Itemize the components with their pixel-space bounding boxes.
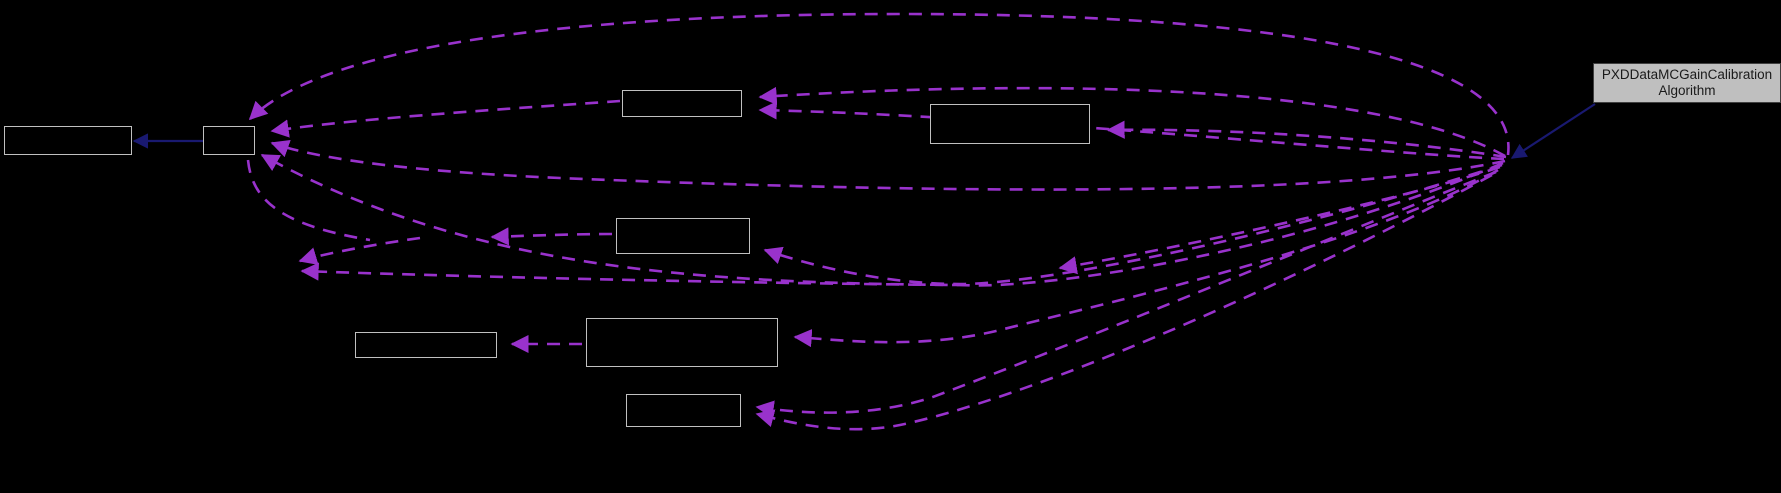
node-caller-4[interactable] [930,104,1090,144]
node-caller-6[interactable] [355,332,497,358]
edge-focus-to-hub [1510,103,1596,159]
edge-hub-to-n2-mid-arc [270,139,1506,191]
edge-n3-to-n2 [270,99,621,138]
node-label: PXDDataMCGainCalibration Algorithm [1601,67,1773,98]
edge-to-left-arrow-2 [300,262,966,287]
edge-hub-to-n3-lower [758,101,1505,161]
edge-to-left-arrow-1 [298,236,421,265]
node-caller-3[interactable] [622,90,742,117]
edge-hub-to-n5 [763,163,1503,286]
node-caller-8[interactable] [626,394,741,427]
edge-hub-to-n7 [793,168,1499,348]
edge-hub-to-n2-top-arc [248,12,1510,156]
edge-hub-to-n2-lower [260,153,1504,287]
edge-hub-to-n3-upper [758,86,1506,158]
edge-n2-down-branch [246,159,371,242]
node-pxddatamcgaincalibrationalgorithm[interactable]: PXDDataMCGainCalibration Algorithm [1593,63,1781,103]
edge-hub-to-n8-lower [755,173,1493,431]
node-caller-7[interactable] [586,318,778,367]
edge-hub-to-n8-upper [755,170,1497,419]
node-caller-2[interactable] [203,126,255,155]
edge-hub-to-mid-arrow [1058,165,1501,275]
node-caller-1[interactable] [4,126,132,155]
edge-hub-to-n4 [1106,120,1507,159]
node-caller-5[interactable] [616,218,750,254]
edge-n5-to-left [490,227,613,246]
